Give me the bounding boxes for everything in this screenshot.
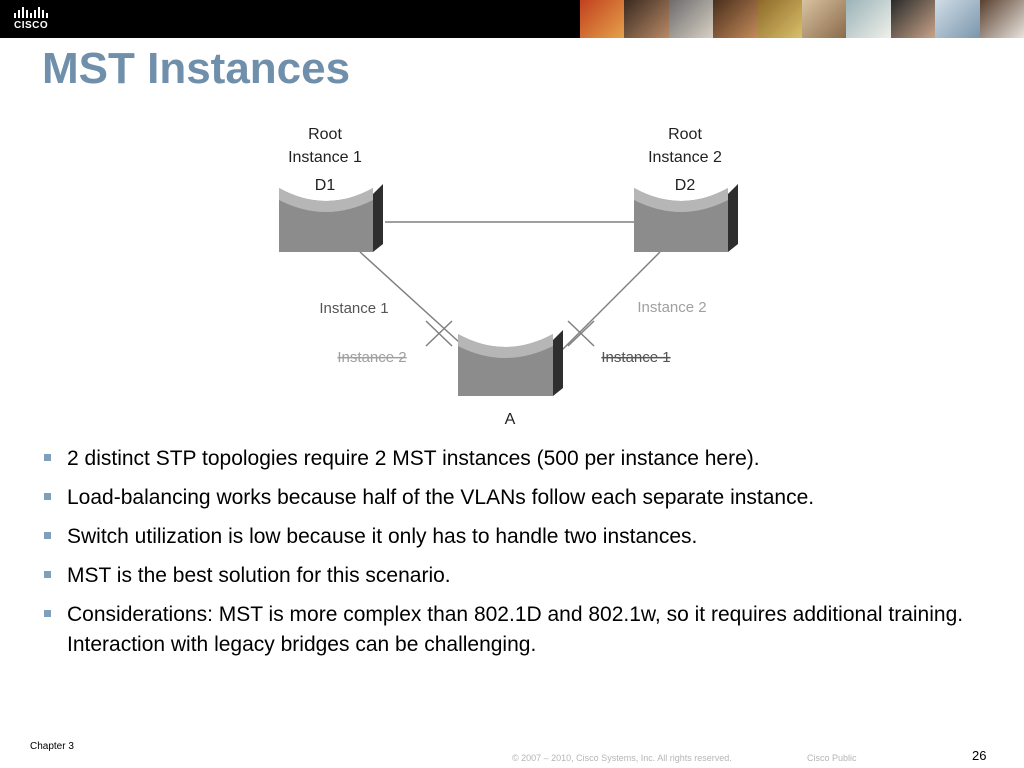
right-blocked-instance-label: Instance 1	[601, 349, 670, 366]
a-name-label: A	[505, 411, 516, 428]
copyright-text: © 2007 – 2010, Cisco Systems, Inc. All r…	[512, 753, 732, 763]
right-forwarding-instance-label: Instance 2	[637, 299, 706, 316]
mst-topology-diagram: Root Instance 1 D1 Root Instance 2 D2 A …	[279, 126, 738, 428]
switch-a-icon	[458, 330, 563, 396]
left-blocked-instance-label: Instance 2	[337, 349, 406, 366]
d2-name-label: D2	[675, 177, 696, 194]
link-d1-a	[359, 251, 471, 353]
header-bar: CISCO	[0, 0, 1024, 38]
bullet-item: Switch utilization is low because it onl…	[42, 522, 982, 552]
header-photo	[935, 0, 980, 38]
slide-title: MST Instances	[42, 44, 351, 93]
header-photo	[846, 0, 891, 38]
cisco-logo-text: CISCO	[14, 20, 49, 31]
switch-d2-icon	[634, 184, 738, 252]
header-photo	[802, 0, 847, 38]
chapter-label: Chapter 3	[30, 741, 74, 752]
header-photo	[580, 0, 625, 38]
bullet-item: Considerations: MST is more complex than…	[42, 600, 982, 660]
left-forwarding-instance-label: Instance 1	[319, 300, 388, 317]
d2-role-label: Root	[668, 126, 702, 143]
bullet-item: 2 distinct STP topologies require 2 MST …	[42, 444, 982, 474]
header-photo	[979, 0, 1024, 38]
cisco-logo-icon	[14, 7, 48, 18]
bullet-item: Load-balancing works because half of the…	[42, 483, 982, 513]
d2-instance-label: Instance 2	[648, 149, 722, 166]
blocked-port-marker-right	[567, 320, 595, 347]
header-photo-strip	[580, 0, 1024, 38]
header-photo	[757, 0, 803, 38]
switch-d1-icon	[279, 184, 383, 252]
d1-instance-label: Instance 1	[288, 149, 362, 166]
header-photo	[890, 0, 936, 38]
bullet-item: MST is the best solution for this scenar…	[42, 561, 982, 591]
bullet-list: 2 distinct STP topologies require 2 MST …	[42, 444, 982, 669]
d1-role-label: Root	[308, 126, 342, 143]
header-photo	[668, 0, 714, 38]
d1-name-label: D1	[315, 177, 336, 194]
header-photo	[624, 0, 669, 38]
page-number: 26	[972, 748, 987, 763]
header-photo	[713, 0, 758, 38]
link-d2-a	[559, 251, 661, 353]
blocked-port-marker-left	[425, 320, 453, 347]
classification-label: Cisco Public	[807, 753, 857, 763]
